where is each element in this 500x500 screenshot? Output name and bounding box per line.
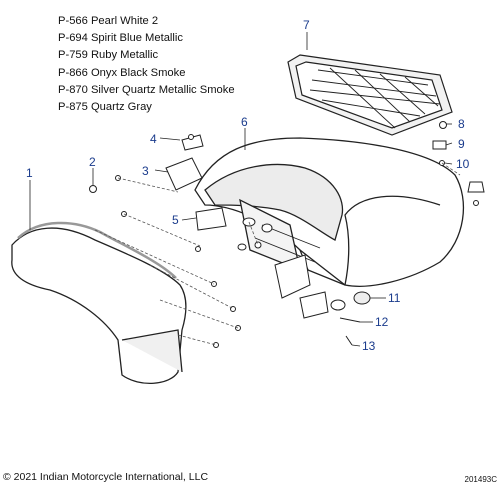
- callout-8: 8: [458, 117, 465, 131]
- callout-6: 6: [241, 115, 248, 129]
- assembly-lines: [94, 162, 461, 346]
- callout-7: 7: [303, 18, 310, 32]
- callout-4: 4: [150, 132, 157, 146]
- color-code-item: P-875 Quartz Gray: [58, 101, 152, 114]
- callout-9: 9: [458, 137, 465, 151]
- callout-5: 5: [172, 213, 179, 227]
- luggage-rack: [287, 54, 453, 136]
- copyright-notice: © 2021 Indian Motorcycle International, …: [3, 471, 209, 483]
- trunk-body: [194, 137, 465, 287]
- color-code-item: P-759 Ruby Metallic: [58, 49, 159, 62]
- callout-11: 11: [388, 291, 401, 305]
- callout-1: 1: [26, 166, 33, 180]
- mounting-brackets: [165, 134, 329, 319]
- callout-labels: 1 2 3 4 5 6 7 8 9 10 11 12 13: [26, 18, 470, 353]
- drawing-number: 201493C: [464, 475, 497, 484]
- color-code-item: P-870 Silver Quartz Metallic Smoke: [58, 83, 235, 96]
- color-code-item: P-694 Spirit Blue Metallic: [58, 32, 183, 45]
- color-code-list: P-566 Pearl White 2 P-694 Spirit Blue Me…: [58, 13, 235, 116]
- backrest-pad: [11, 221, 187, 385]
- leader-lines: [29, 32, 453, 347]
- callout-2: 2: [89, 155, 96, 169]
- color-code-item: P-866 Onyx Black Smoke: [58, 66, 186, 79]
- callout-12: 12: [375, 315, 389, 329]
- callout-10: 10: [456, 157, 470, 171]
- callout-13: 13: [362, 339, 376, 353]
- callout-3: 3: [142, 164, 149, 178]
- color-code-item: P-566 Pearl White 2: [58, 15, 159, 27]
